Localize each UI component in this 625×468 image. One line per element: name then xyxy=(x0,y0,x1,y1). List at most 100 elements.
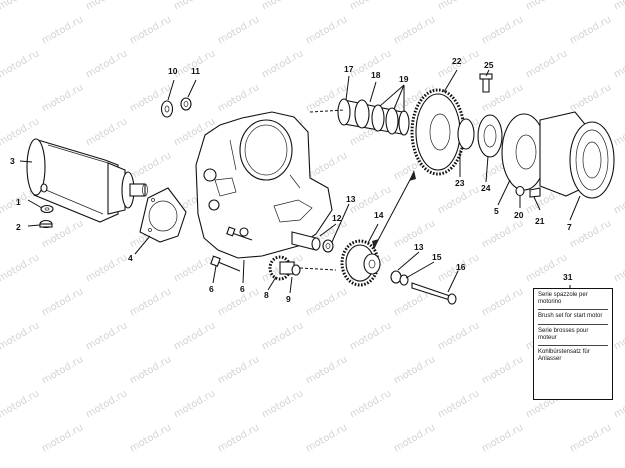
watermark-text: motod.ru xyxy=(0,0,41,13)
part-label-12: 12 xyxy=(332,213,342,223)
small-gear-drawing xyxy=(268,255,337,281)
part-label-8: 8 xyxy=(264,290,269,300)
part-label-23: 23 xyxy=(455,178,465,188)
bolt-16-drawing xyxy=(390,270,457,305)
watermark-text: motod.ru xyxy=(84,0,129,13)
watermark-text: motod.ru xyxy=(260,388,305,420)
watermark-text: motod.ru xyxy=(172,0,217,13)
watermark-text: motod.ru xyxy=(568,422,613,454)
watermark-text: motod.ru xyxy=(260,320,305,352)
watermark-text: motod.ru xyxy=(84,388,129,420)
idler-shaft-drawing xyxy=(291,231,334,253)
part-label-25: 25 xyxy=(484,60,494,70)
watermark-text: motod.ru xyxy=(84,116,129,148)
watermark-text: motod.ru xyxy=(0,252,41,284)
watermark-text: motod.ru xyxy=(216,14,261,46)
legend-part-number: 31 xyxy=(563,272,573,282)
watermark-text: motod.ru xyxy=(304,14,349,46)
watermark-text: motod.ru xyxy=(128,286,173,318)
part-label-15: 15 xyxy=(432,252,442,262)
watermark-text: motod.ru xyxy=(0,48,41,80)
part-label-16: 16 xyxy=(456,262,466,272)
watermark-text: motod.ru xyxy=(40,354,85,386)
part-label-21: 21 xyxy=(535,216,545,226)
watermark-text: motod.ru xyxy=(480,422,525,454)
part-label-9: 9 xyxy=(286,294,291,304)
watermark-text: motod.ru xyxy=(304,354,349,386)
watermark-text: motod.ru xyxy=(40,422,85,454)
watermark-text: motod.ru xyxy=(612,184,625,216)
starter-motor-drawing xyxy=(26,138,148,223)
watermark-text: motod.ru xyxy=(480,14,525,46)
watermark-text: motod.ru xyxy=(304,286,349,318)
watermark-text: motod.ru xyxy=(480,354,525,386)
watermark-text: motod.ru xyxy=(84,320,129,352)
watermark-text: motod.ru xyxy=(216,354,261,386)
watermark-text: motod.ru xyxy=(0,388,41,420)
watermark-text: motod.ru xyxy=(128,422,173,454)
watermark-text: motod.ru xyxy=(172,320,217,352)
watermark-text: motod.ru xyxy=(436,388,481,420)
watermark-text: motod.ru xyxy=(480,218,525,250)
watermark-text: motod.ru xyxy=(612,116,625,148)
part-label-5: 5 xyxy=(494,206,499,216)
gasket-drawing xyxy=(139,187,187,243)
watermark-text: motod.ru xyxy=(0,320,41,352)
watermark-text: motod.ru xyxy=(40,14,85,46)
watermark-text: motod.ru xyxy=(216,286,261,318)
screws-6-drawing xyxy=(210,226,253,272)
nut-washer-drawing xyxy=(39,204,54,229)
part-number-labels: 1 2 3 4 5 6 6 7 8 9 10 11 12 13 13 14 15… xyxy=(10,56,572,304)
watermark-text: motod.ru xyxy=(128,14,173,46)
part-label-6a: 6 xyxy=(209,284,214,294)
legend-line-french: Serie brosses pour moteur xyxy=(538,327,589,341)
part-label-1: 1 xyxy=(16,197,21,207)
watermark-text: motod.ru xyxy=(172,252,217,284)
part-label-24: 24 xyxy=(481,183,491,193)
watermark-text: motod.ru xyxy=(568,82,613,114)
watermark-text: motod.ru xyxy=(612,48,625,80)
part-label-18: 18 xyxy=(371,70,381,80)
shaft-assembly-drawing xyxy=(309,98,410,136)
legend-line-english: Brush set for start motor xyxy=(538,313,603,320)
watermark-text: motod.ru xyxy=(348,320,393,352)
watermark-text: motod.ru xyxy=(524,48,569,80)
legend-line-german: Kohlbürstensatz für Anlasser xyxy=(538,349,590,363)
intermediate-gear-drawing xyxy=(340,239,381,287)
large-gear-drawing xyxy=(410,88,503,176)
part-label-3: 3 xyxy=(10,156,15,166)
part-label-13b: 13 xyxy=(414,242,424,252)
part-label-22: 22 xyxy=(452,56,462,66)
clutch-housing-drawing xyxy=(501,111,615,199)
watermark-text: motod.ru xyxy=(436,320,481,352)
watermark-text: motod.ru xyxy=(260,48,305,80)
part-label-17: 17 xyxy=(344,64,354,74)
watermark-text: motod.ru xyxy=(84,252,129,284)
watermark-text: motod.ru xyxy=(40,286,85,318)
watermark-text: motod.ru xyxy=(392,422,437,454)
watermark-text: motod.ru xyxy=(612,388,625,420)
washers-10-11-drawing xyxy=(160,97,192,118)
brush-set-legend-box: Serie spazzole per motorino Brush set fo… xyxy=(533,288,613,400)
part-label-11: 11 xyxy=(191,66,200,76)
watermark-text: motod.ru xyxy=(260,0,305,13)
watermark-text: motod.ru xyxy=(436,184,481,216)
part-label-2: 2 xyxy=(16,222,21,232)
part-label-4: 4 xyxy=(128,253,133,263)
leader-lines xyxy=(19,69,581,294)
watermark-text: motod.ru xyxy=(128,354,173,386)
watermark-text: motod.ru xyxy=(128,150,173,182)
watermark-text: motod.ru xyxy=(84,48,129,80)
crankcase-drawing xyxy=(195,111,333,259)
watermark-text: motod.ru xyxy=(392,354,437,386)
part-label-7: 7 xyxy=(567,222,572,232)
watermark-text: motod.ru xyxy=(216,82,261,114)
watermark-text: motod.ru xyxy=(392,14,437,46)
watermark-text: motod.ru xyxy=(612,252,625,284)
part-label-14: 14 xyxy=(374,210,384,220)
watermark-text: motod.ru xyxy=(524,0,569,13)
watermark-text: motod.ru xyxy=(304,150,349,182)
assembly-arrow xyxy=(372,170,416,250)
watermark-text: motod.ru xyxy=(612,320,625,352)
watermark-text: motod.ru xyxy=(348,0,393,13)
